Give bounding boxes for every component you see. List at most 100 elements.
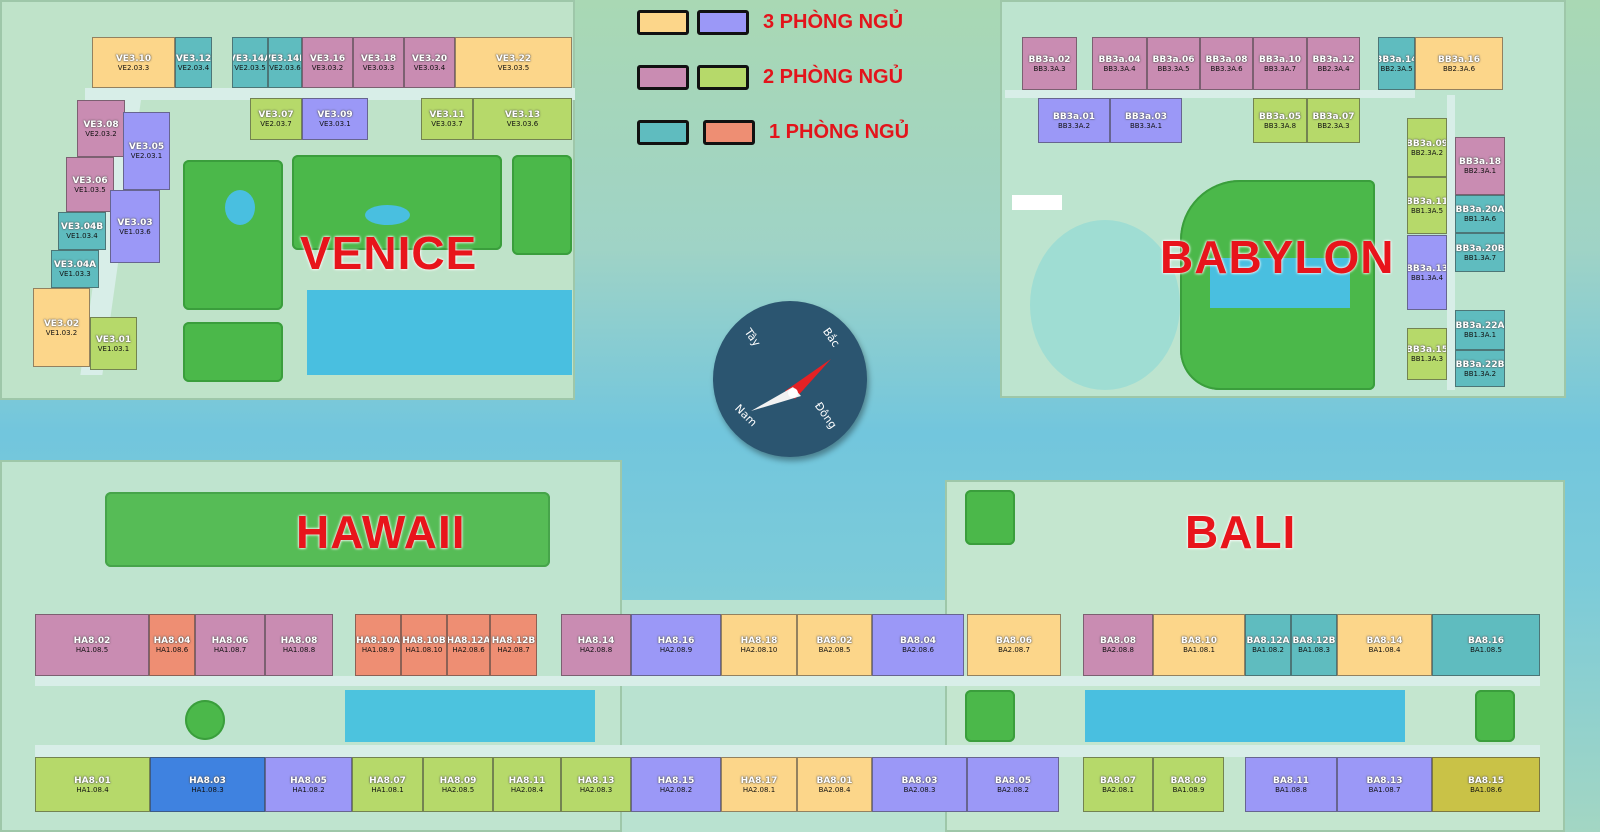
unit-code: VE2.03.1 xyxy=(130,152,163,160)
unit-name: HA8.14 xyxy=(577,636,615,646)
unit-name: VE3.04B xyxy=(60,222,104,232)
unit-code: VE2.03.5 xyxy=(234,63,266,72)
unit-name: VE3.22 xyxy=(495,53,532,64)
venice-pond xyxy=(365,205,410,225)
unit-name: BA8.05 xyxy=(994,775,1032,786)
unit-code: BB3.3A.4 xyxy=(1103,64,1136,73)
unit-name: BA8.12B xyxy=(1292,636,1336,646)
unit-name: VE3.12 xyxy=(175,53,212,64)
unit-code: BA2.08.3 xyxy=(903,785,936,794)
unit-code: BA2.08.8 xyxy=(1102,646,1134,654)
unit-code: BA1.08.3 xyxy=(1298,646,1330,654)
unit-name: BA8.15 xyxy=(1467,775,1505,786)
venice-garden xyxy=(183,160,283,310)
unit-name: HA8.13 xyxy=(577,775,615,786)
unit-code: HA2.08.5 xyxy=(441,785,475,794)
unit-code: HA2.08.7 xyxy=(497,646,530,654)
unit-name: HA8.09 xyxy=(439,775,477,786)
compass-needle-icon xyxy=(751,359,831,411)
unit-name: HA8.08 xyxy=(280,636,318,646)
bali-pool xyxy=(1085,690,1405,742)
unit-code: VE2.03.3 xyxy=(117,63,150,72)
unit-name: BA8.08 xyxy=(1099,636,1137,646)
unit-name: BB3a.07 xyxy=(1312,111,1355,122)
unit-code: VE1.03.2 xyxy=(45,328,78,337)
unit-code: HA1.08.10 xyxy=(405,646,443,654)
unit-name: VE3.09 xyxy=(317,110,353,120)
unit-name: HA8.03 xyxy=(189,775,226,786)
hawaii-garden-circle xyxy=(185,700,225,740)
unit-code: BB2.3A.4 xyxy=(1317,64,1350,73)
legend-1-bedroom: 1 PHÒNG NGỦ xyxy=(637,120,909,145)
unit-code: HA1.08.7 xyxy=(213,646,247,654)
venice-pond xyxy=(225,190,255,225)
unit-name: VE3.14A xyxy=(233,53,267,64)
unit-name: VE3.07 xyxy=(258,110,294,120)
unit-name: HA8.10A xyxy=(356,636,400,646)
unit-name: BB3a.14 xyxy=(1379,54,1414,65)
unit-code: BA2.08.7 xyxy=(998,646,1030,654)
unit-name: BB3a.15 xyxy=(1407,345,1447,355)
unit-name: BA8.09 xyxy=(1170,775,1207,786)
unit-name: BA8.13 xyxy=(1366,775,1403,786)
unit-name: VE3.10 xyxy=(115,53,152,64)
unit-name: HA8.12A xyxy=(447,636,490,646)
unit-name: BB3a.22A xyxy=(1455,321,1505,331)
unit-code: HA1.08.9 xyxy=(361,646,395,654)
unit-name: BA8.12A xyxy=(1246,636,1290,646)
unit-name: BB3a.18 xyxy=(1459,157,1501,167)
unit-code: VE3.03.6 xyxy=(506,120,539,128)
unit-name: BA8.10 xyxy=(1180,636,1218,646)
unit-code: HA1.08.6 xyxy=(155,646,189,654)
unit-code: BA2.08.4 xyxy=(818,785,851,794)
legend-label: 2 PHÒNG NGỦ xyxy=(763,66,904,88)
unit-name: VE3.04A xyxy=(53,260,97,270)
unit-name: BB3a.20B xyxy=(1455,243,1505,254)
unit-code: VE3.03.3 xyxy=(362,63,395,72)
unit-code: BA1.08.8 xyxy=(1275,785,1307,794)
unit-code: VE1.03.5 xyxy=(74,185,106,194)
unit-name: BA8.07 xyxy=(1099,775,1137,786)
unit-code: HA2.08.4 xyxy=(510,785,544,794)
unit-code: BB1.3A.5 xyxy=(1410,206,1444,215)
bali-garden xyxy=(965,490,1015,545)
unit-code: BA2.08.5 xyxy=(818,646,851,654)
unit-code: BA1.08.9 xyxy=(1172,785,1205,794)
unit-name: VE3.06 xyxy=(72,175,108,186)
legend-swatch xyxy=(637,120,689,145)
unit-name: HA8.01 xyxy=(74,775,111,786)
unit-name: VE3.05 xyxy=(128,142,165,152)
bali-garden xyxy=(1475,690,1515,742)
unit-code: HA2.08.1 xyxy=(742,785,776,794)
unit-code: BB3.3A.5 xyxy=(1157,64,1190,73)
